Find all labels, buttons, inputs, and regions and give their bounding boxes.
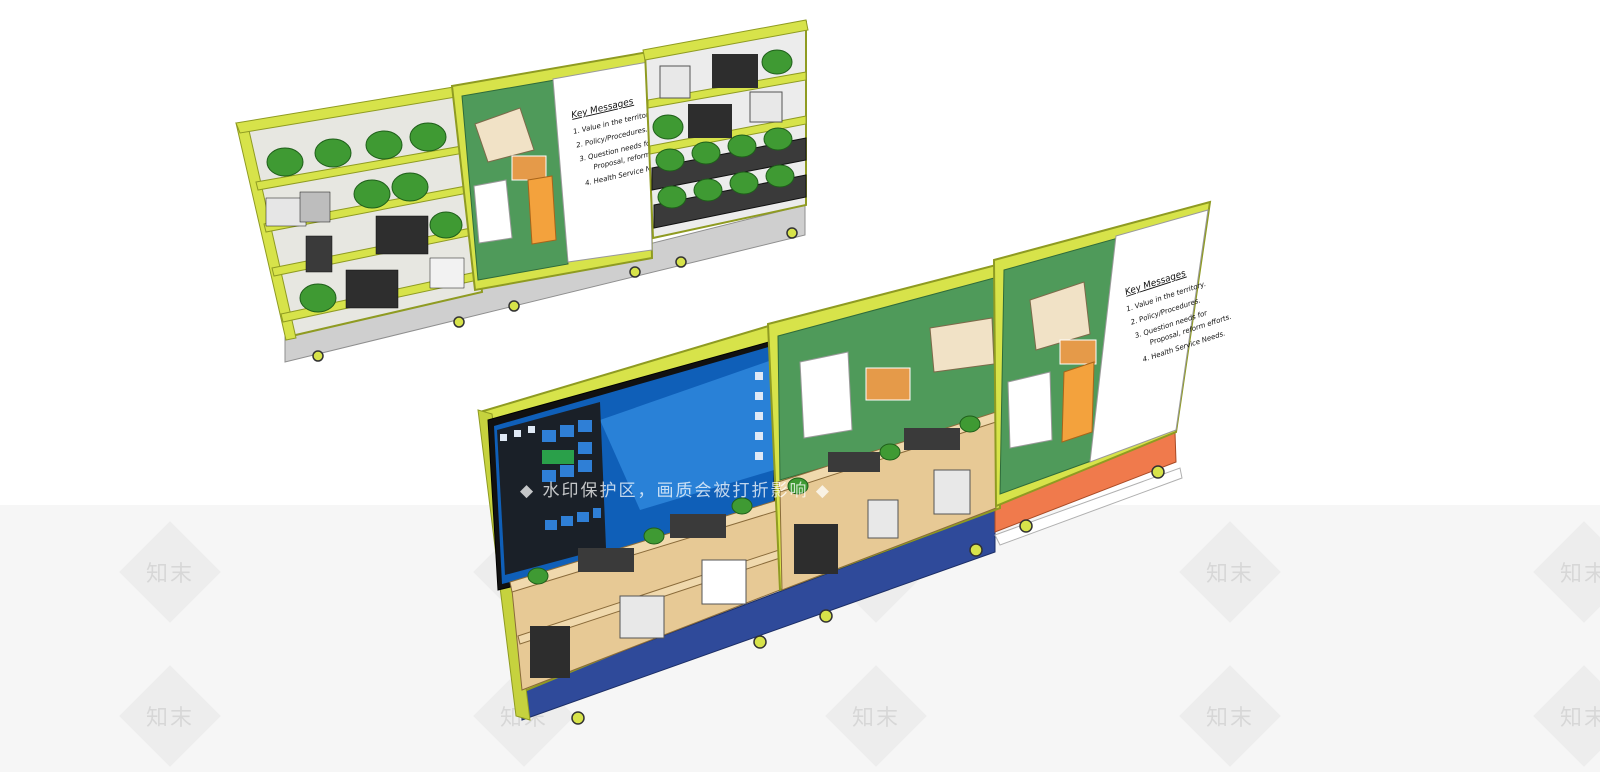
- front-right-paper: [1007, 371, 1053, 449]
- watermark-logo-text: 知末: [1205, 706, 1254, 731]
- front-small-plants: [527, 415, 981, 585]
- watermark-logo-text: 知末: [1559, 706, 1600, 731]
- back-right-frame-top: [642, 19, 809, 61]
- front-middle-note: [929, 317, 995, 373]
- front-middle-paper: [799, 351, 853, 439]
- front-floor-plate: [994, 467, 1183, 546]
- watermark-logo-tile: 知末: [822, 662, 930, 770]
- back-pinboard-paper: [473, 179, 513, 244]
- tv-desktop-icons: [500, 372, 763, 460]
- watermark-logo-text: 知末: [1205, 562, 1254, 587]
- front-right-poster: [1061, 361, 1095, 443]
- watermark-logo-tile: 知末: [116, 662, 224, 770]
- watermark-logo-text: 知末: [145, 706, 194, 731]
- back-whiteboard: [552, 61, 653, 263]
- tv-screen-glow: [600, 360, 774, 510]
- tv-start-tiles: [542, 420, 601, 530]
- front-right-note: [1029, 281, 1091, 351]
- front-left-books: [530, 514, 747, 678]
- watermark-logo-tile: 知末: [1530, 662, 1600, 770]
- watermark-logo-text: 知末: [145, 562, 194, 587]
- front-casters: [571, 465, 1165, 725]
- watermark-logo-text: 知末: [851, 706, 900, 731]
- back-pinboard-photo: [511, 155, 547, 181]
- watermark-logo-text: 知末: [1559, 562, 1600, 587]
- watermark-banner: ◆ 水印保护区，画质会被打折影响 ◆: [520, 481, 831, 501]
- watermark-logo-tile: 知末: [1530, 518, 1600, 626]
- back-right-books: [659, 54, 783, 138]
- watermark-logo-tile: 知末: [116, 518, 224, 626]
- front-middle-photo: [865, 367, 911, 401]
- front-right-photo: [1059, 339, 1097, 365]
- front-whiteboard: [1089, 209, 1209, 463]
- front-middle-books: [794, 428, 971, 574]
- front-unit: Key Messages 1. Value in the territory. …: [477, 200, 1232, 725]
- watermark-logo-tile: 知末: [1176, 662, 1284, 770]
- back-pinboard-note: [474, 107, 535, 163]
- back-unit: Key Messages 1. Value in the territory. …: [235, 19, 809, 363]
- back-books: [265, 191, 465, 309]
- watermark-logo-tile: 知末: [1176, 518, 1284, 626]
- back-casters: [312, 227, 798, 362]
- back-pinboard-poster: [527, 175, 557, 245]
- back-plants-row-1: [266, 122, 463, 313]
- back-right-plants: [652, 49, 795, 209]
